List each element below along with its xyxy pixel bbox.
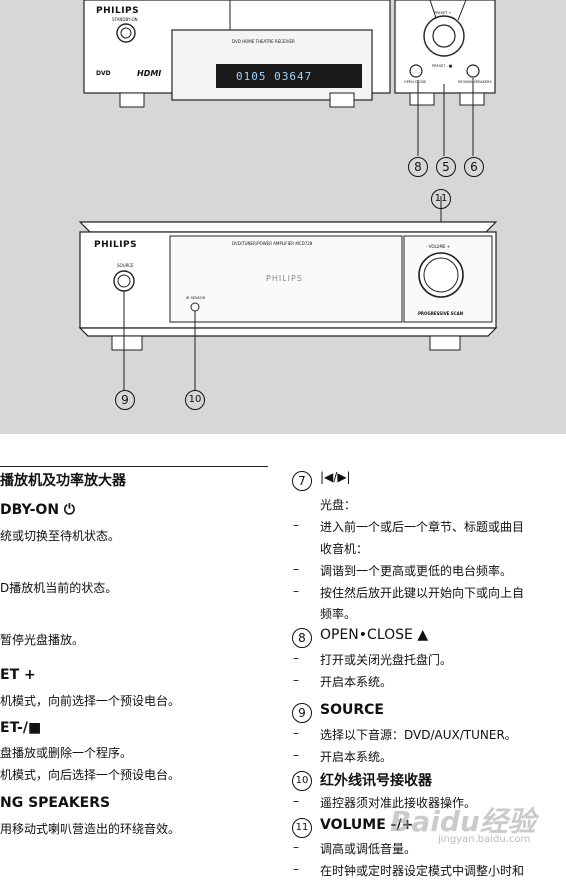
standby-label: STANDBY-ON [112,17,138,22]
amp-brand-logo: PHILIPS [94,240,138,250]
item7-number: 7 [292,471,312,491]
item7-sub-disc: 光盘： [320,498,357,512]
source-label: SOURCE [117,263,134,268]
item9-number: 9 [292,703,312,723]
amp-center-brand: PHILIPS [266,274,303,283]
item10-title: 红外线讯号接收器 [320,773,432,789]
item10-line1: 遥控器须对准此接收器操作。 [320,796,477,810]
preset-minus-title: ET-/■ [0,720,42,736]
item10-number: 10 [292,771,312,791]
item11-line2: 在时钟或定时器设定模式中调整小时和 [320,864,525,878]
dash: – [293,518,299,532]
preset-minus-desc-1: 盘播放或删除一个程序。 [0,746,133,760]
display-readout: 0105 03647 [236,70,313,83]
callout-9: 9 [115,390,135,410]
preset-plus-desc: 机模式，向前选择一个预设电台。 [0,694,181,708]
dash: – [293,794,299,808]
item9-title: SOURCE [320,702,384,718]
ir-sensor-label: IR SENSOR [186,296,206,300]
pause-desc: 暂停光盘播放。 [0,633,85,647]
callout-5: 5 [436,157,456,177]
standby-title: DBY-ON ⏻ [0,502,75,518]
brand-logo-top: PHILIPS [96,6,140,16]
dvd-logo: DVD [96,70,111,77]
item8-line2: 开启本系统。 [320,675,393,689]
item8-title: OPEN•CLOSE ▲ [320,627,429,643]
dash: – [293,562,299,576]
open-close-label: OPEN CLOSE [404,80,427,84]
display-desc: D播放机当前的状态。 [0,581,118,595]
callout-6: 6 [464,157,484,177]
preset-plus-label: PRESET + [434,11,452,15]
item7-line3b: 频率。 [320,607,357,621]
preset-minus-desc-2: 机模式，向后选择一个预设电台。 [0,768,181,782]
dash: – [293,673,299,687]
moving-speakers-desc: 用移动式喇叭营造出的环绕音效。 [0,822,181,836]
item8-number: 8 [292,628,312,648]
standby-desc: 统或切换至待机状态。 [0,529,121,543]
player-caption: DVD HOME THEATRE RECEIVER [232,39,295,44]
item7-title: |◀/▶| [320,470,351,484]
dash: – [293,840,299,854]
item9-line2: 开启本系统。 [320,750,393,764]
item7-line2: 调谐到一个更高或更低的电台频率。 [320,564,513,578]
preset-minus-label: PRESET - ■ [432,64,453,68]
callout-10: 10 [185,390,205,410]
device-drawing [78,0,498,390]
item9-line1: 选择以下音源：DVD/AUX/TUNER。 [320,728,517,742]
product-illustration: PHILIPS STANDBY-ON DVD HDMI DVD HOME THE… [0,0,566,434]
item7-sub-radio: 收音机： [320,542,369,556]
moving-speakers-title: NG SPEAKERS [0,795,111,811]
dash: – [293,584,299,598]
dash: – [293,862,299,876]
progressive-scan-label: PROGRESSIVE SCAN [418,311,464,316]
amp-caption: DVD/TUNER/POWER AMPLIFIER MCD728 [232,241,313,246]
heading-rule [0,466,268,467]
dash: – [293,651,299,665]
item11-number: 11 [292,818,312,838]
item8-line1: 打开或关闭光盘托盘门。 [320,653,453,667]
watermark-url: jingyan.baidu.com [438,834,531,845]
item7-line1: 进入前一个或后一个章节、标题或曲目 [320,520,525,534]
left-heading: 播放机及功率放大器 [0,473,126,489]
item11-title: VOLUME -/+ [320,817,414,833]
volume-label: - VOLUME + [426,244,451,249]
dash: – [293,748,299,762]
item7-line3a: 按住然后放开此键以开始向下或向上自 [320,586,525,600]
moving-speakers-label: MOVING SPEAKERS [458,80,492,84]
callout-8: 8 [408,157,428,177]
watermark: Baidu经验 [390,805,536,838]
callout-11: 11 [431,189,451,209]
item11-line1: 调高或调低音量。 [320,842,417,856]
dash: – [293,726,299,740]
hdmi-logo: HDMI [137,69,162,78]
preset-plus-title: ET + [0,667,36,683]
